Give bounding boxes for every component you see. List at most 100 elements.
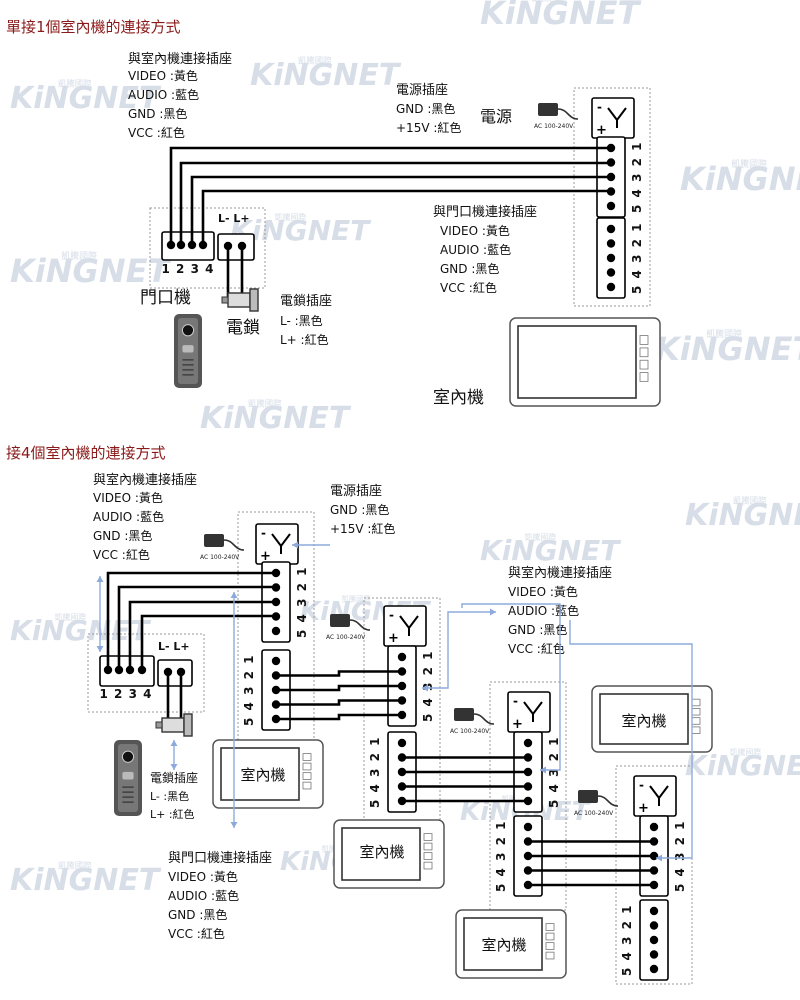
arrow-head — [490, 608, 496, 616]
terminal-pin — [606, 201, 616, 211]
power-terminal: -+ — [591, 97, 635, 139]
door-socket-title-4: 與門口機連接插座 — [168, 850, 272, 866]
terminal-pin — [606, 253, 616, 263]
pin-numbers: 5 4 3 2 1 — [242, 654, 256, 726]
monitor-button — [302, 753, 312, 761]
watermark-small: 凱騰國際 — [58, 860, 92, 870]
watermark-brand: KiNGNET — [685, 498, 800, 533]
monitor-button — [691, 708, 701, 716]
adapter-cord — [349, 619, 371, 631]
pin-numbers: 5 4 3 2 1 — [673, 820, 687, 892]
watermark-brand: KiNGNET — [10, 863, 162, 898]
indoor-unit-label-1: 室內機 — [240, 766, 285, 784]
watermark-brand: KiNGNET — [200, 401, 352, 436]
gnd-label-4: GND :黑色 — [93, 529, 152, 543]
terminal-pin — [271, 626, 281, 636]
video-label-4: VIDEO :黃色 — [93, 491, 163, 505]
audio-label-4b: AUDIO :藍色 — [508, 604, 579, 618]
arrow-head — [292, 541, 298, 549]
lock-body — [161, 717, 185, 733]
door-vcc-label: VCC :紅色 — [440, 281, 497, 295]
adapter-label: AC 100-240V — [534, 123, 574, 130]
terminal-pin — [649, 950, 659, 959]
door-to-unit1-wire-3 — [128, 600, 276, 670]
door-audio-label-4: AUDIO :藍色 — [168, 889, 239, 903]
audio-label: AUDIO :藍色 — [128, 88, 199, 102]
indoor-monitor-4 — [591, 685, 713, 753]
watermark-brand: KiNGNET — [480, 534, 621, 567]
terminal-pin — [606, 282, 616, 292]
watermark-brand: KiNGNET — [250, 58, 402, 93]
indoor-unit-label-4: 室內機 — [621, 712, 666, 730]
plus-sign: + — [512, 717, 523, 732]
power-gnd-label-4: GND :黑色 — [330, 503, 389, 517]
electric-lock-icon-4 — [155, 713, 193, 737]
door-gnd-label: GND :黑色 — [440, 262, 499, 276]
minus-sign: - — [389, 608, 394, 622]
lock-plus-label-4: L+ :紅色 — [150, 807, 195, 821]
electric-lock-icon — [221, 288, 259, 312]
door-to-indoor-wire-1 — [169, 146, 611, 245]
plus-sign: + — [260, 549, 271, 564]
watermark-small: 凱騰國際 — [298, 55, 332, 65]
door-to-indoor-wire-4 — [201, 189, 611, 245]
power-terminal-4: -+ — [633, 775, 677, 817]
monitor-button — [302, 772, 312, 780]
watermark-small: 凱騰國際 — [525, 532, 556, 542]
lock-plate — [183, 713, 193, 737]
monitor-button — [545, 951, 555, 960]
adapter-body — [204, 534, 224, 547]
watermark-small: 凱騰國際 — [275, 212, 306, 222]
terminal-pin — [523, 738, 533, 748]
door-unit-box-4 — [87, 633, 205, 713]
lock-plus-label: L+ :紅色 — [280, 333, 329, 347]
power-socket-title: 電源插座 — [396, 83, 448, 98]
monitor-screen — [341, 827, 421, 881]
watermark-small: 凱騰國際 — [730, 747, 761, 757]
power-socket-title-4: 電源插座 — [330, 484, 382, 499]
minus-sign: - — [513, 694, 518, 708]
monitor-button — [639, 372, 649, 382]
pin-numbers: 5 4 3 2 1 — [494, 820, 508, 892]
watermark-brand: KiNGNET — [655, 330, 800, 368]
ac-adapter-icon-2: AC 100-240V — [326, 614, 371, 641]
adapter-body — [454, 708, 474, 721]
lock-terminal-block-4 — [157, 659, 193, 687]
watermark-brand: KiNGNET — [480, 0, 641, 32]
terminal-pin — [606, 239, 616, 248]
watermark-brand: KiNGNET — [680, 160, 800, 198]
indoor-monitor-2 — [333, 819, 445, 889]
video-label: VIDEO :黃色 — [128, 69, 198, 83]
monitor-button — [691, 698, 701, 707]
adapter-label: AC 100-240V — [326, 634, 366, 641]
gnd-label-4b: GND :黑色 — [508, 623, 567, 637]
video-socket-title: 與室內機連接插座 — [128, 51, 232, 67]
lock-plate — [249, 288, 259, 312]
gnd-label: GND :黑色 — [128, 107, 187, 121]
call-button — [122, 771, 134, 780]
lock-label: 電鎖 — [226, 318, 260, 338]
watermark-small: 凱騰國際 — [531, 0, 567, 4]
ac-adapter-icon-1: AC 100-240V — [200, 534, 245, 561]
indoor-monitor-1 — [212, 739, 324, 809]
monitor-button — [302, 762, 312, 771]
power-terminal-1: -+ — [255, 523, 299, 565]
door-station-icon-4 — [114, 740, 142, 816]
ac-adapter-icon-4: AC 100-240V — [574, 790, 619, 817]
arrow-head — [170, 740, 178, 746]
door-station-icon — [174, 314, 202, 388]
door-video-label-4: VIDEO :黃色 — [168, 870, 238, 884]
chain-1-2-1 — [276, 670, 402, 677]
audio-label-4: AUDIO :藍色 — [93, 510, 164, 524]
pointer-chain-3 — [461, 603, 561, 771]
monitor-button — [423, 861, 433, 870]
watermark-small: 凱騰國際 — [55, 612, 86, 622]
